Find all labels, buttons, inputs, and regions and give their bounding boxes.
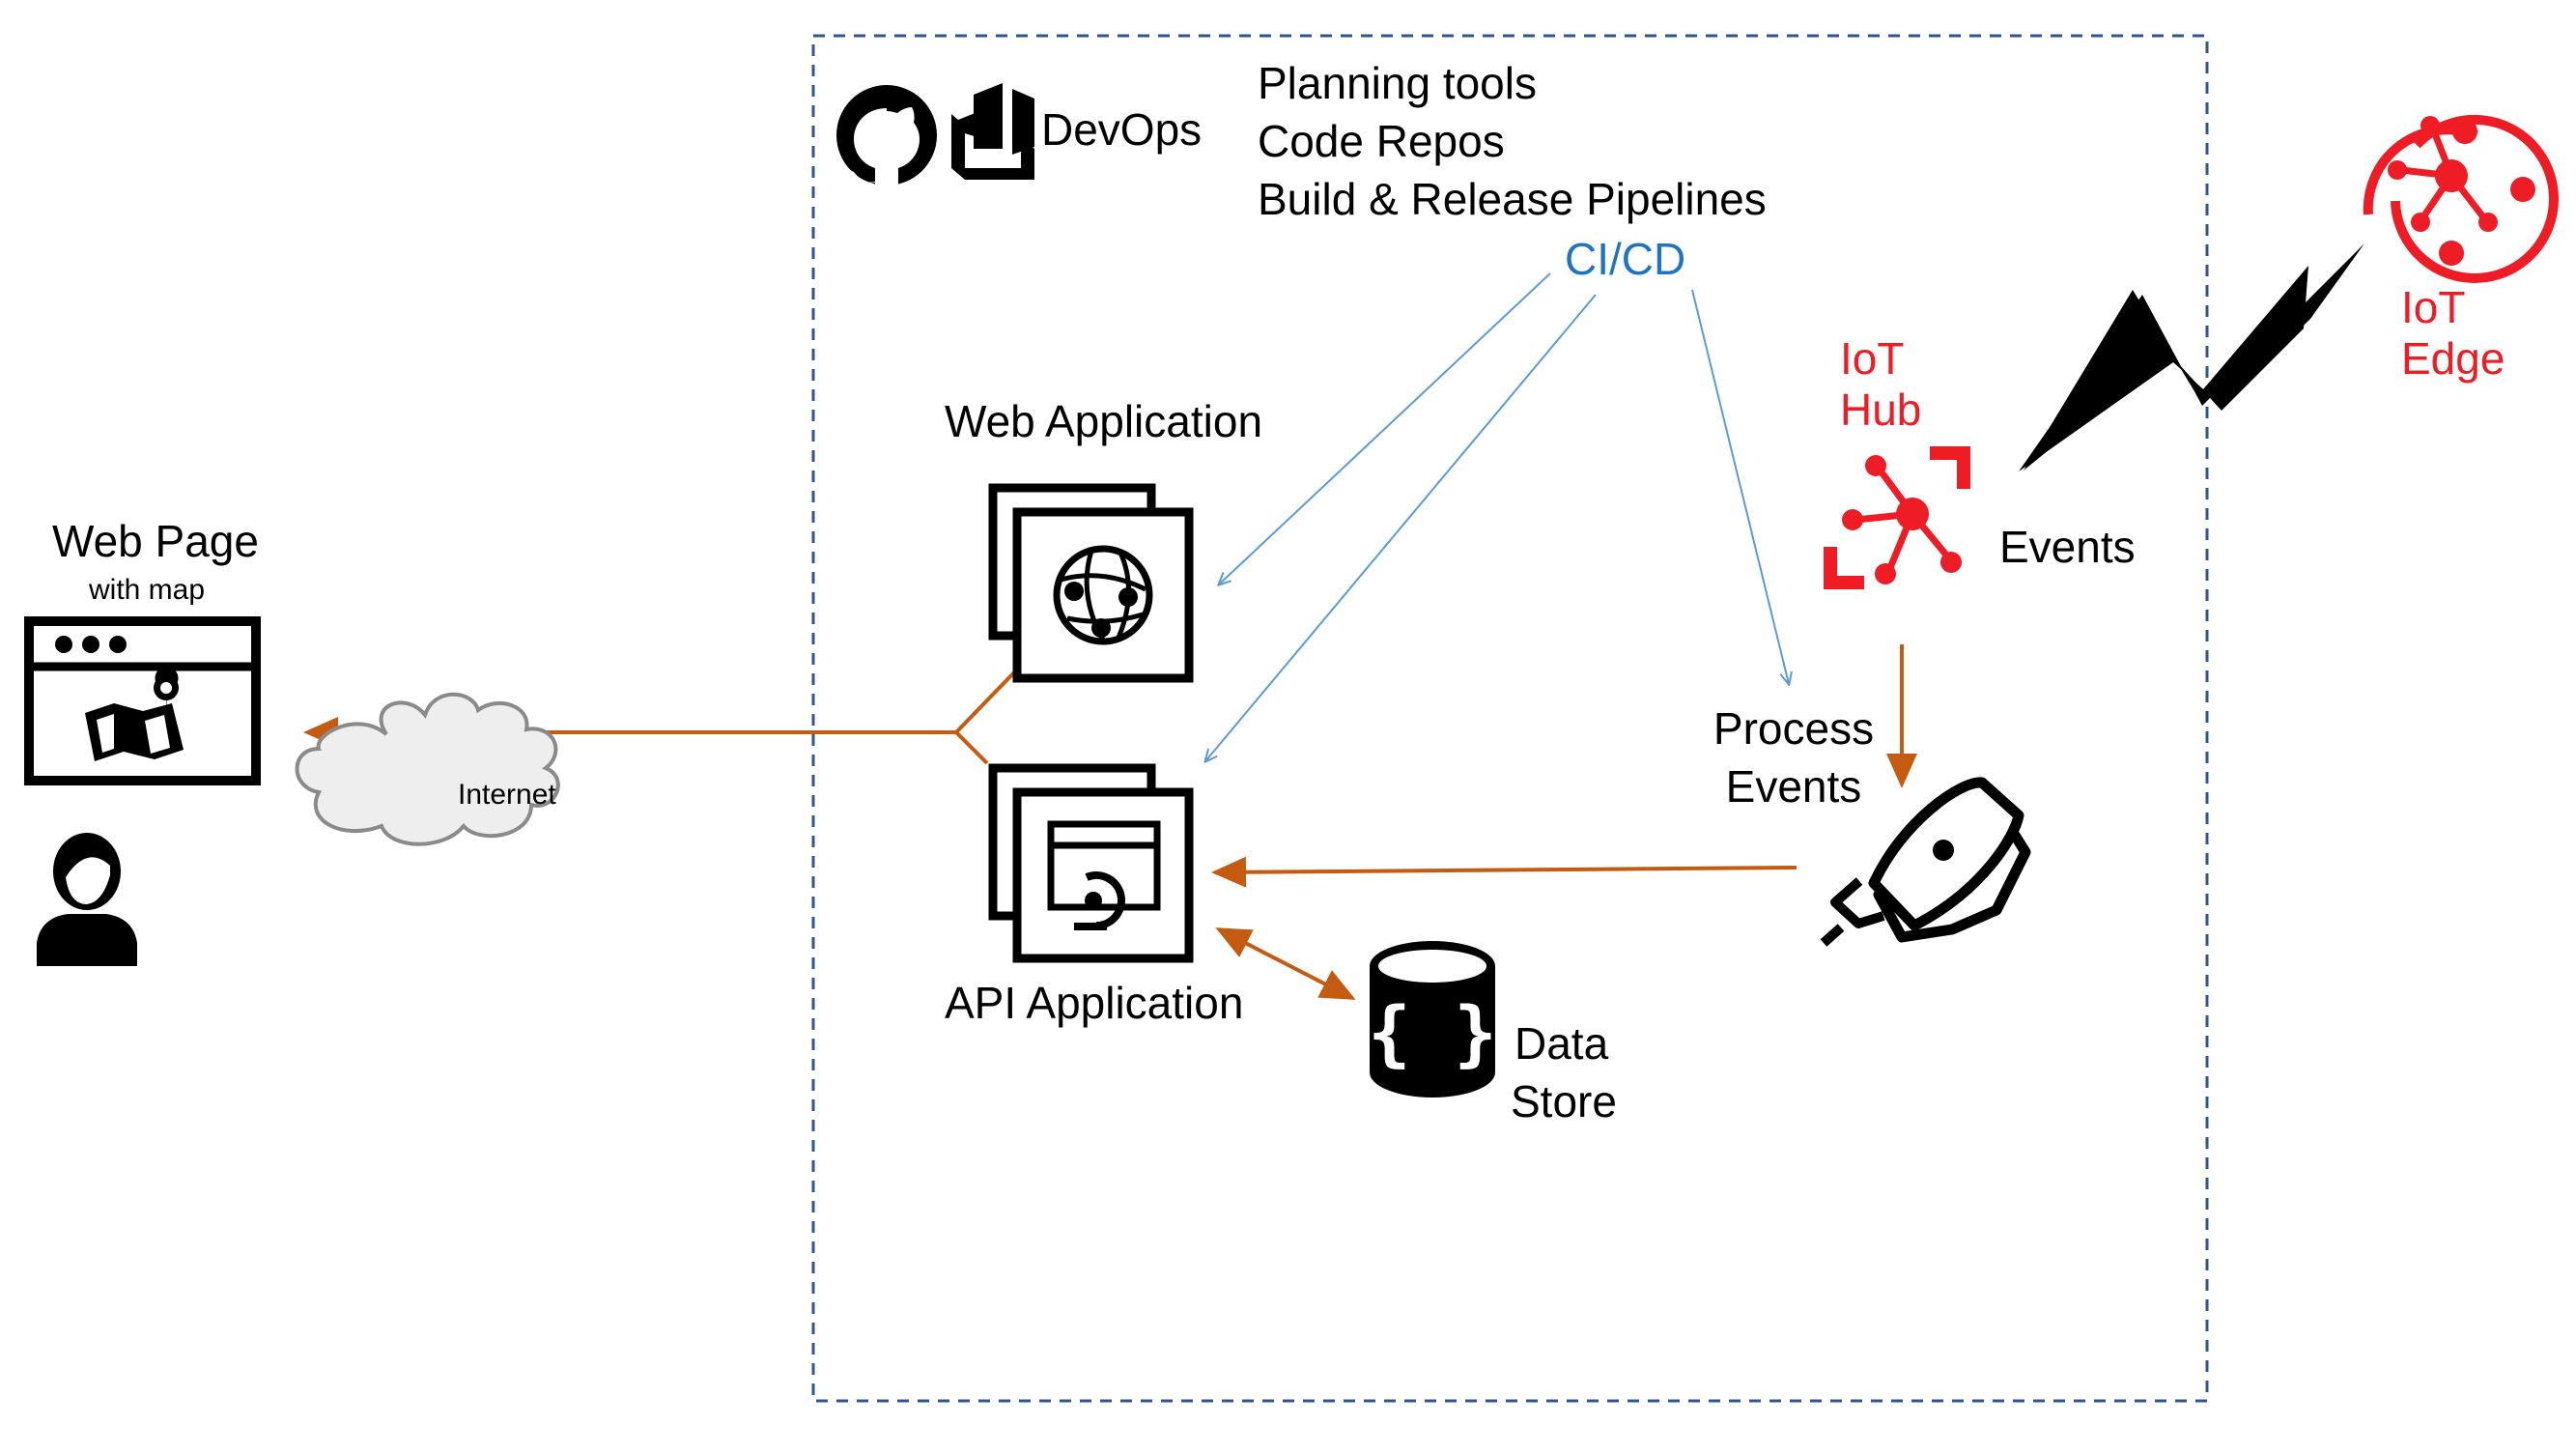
process-events-line2: Events [1725,761,1862,812]
cloud-boundary [811,34,2209,1403]
database-icon: { } [1368,941,1497,1098]
browser-map-icon [24,616,261,785]
internet-label: Internet [458,779,556,811]
iot-hub-label-line2: Hub [1840,385,1922,435]
tool-pipelines: Build & Release Pipelines [1258,174,1767,224]
api-app-icon [988,763,1194,963]
svg-text:{ }: { } [1368,992,1497,1075]
events-label: Events [1999,522,2136,572]
user-icon [37,833,137,966]
tool-code-repos: Code Repos [1258,116,1505,166]
cicd-label: CI/CD [1565,234,1686,284]
tool-planning: Planning tools [1258,58,1537,108]
cicd-arrow-api [1205,294,1597,761]
azure-devops-icon [951,83,1034,180]
cloud-icon [295,692,560,846]
web-app-icon [988,483,1194,683]
iot-hub-label-line1: IoT [1840,333,1905,384]
branch-api-app [954,730,989,765]
process-events-line1: Process [1713,703,1875,754]
iot-edge-icon [2363,114,2559,283]
web-app-label: Web Application [945,396,1263,446]
cicd-arrow-web [1219,272,1551,584]
arrow-api-datastore [1215,927,1356,1000]
github-icon [836,85,937,195]
rocket-icon [1820,777,2031,947]
cicd-arrow-process [1691,289,1789,684]
iot-edge-label-line1: IoT [2401,282,2466,332]
web-page-subtitle: with map [89,574,206,606]
lightning-bolt-icon [2019,243,2364,471]
data-store-line2: Store [1511,1076,1617,1126]
api-app-label: API Application [945,978,1244,1028]
iot-hub-icon [1824,446,1970,589]
branch-web-app [954,668,1019,734]
arrow-process-to-api [1211,856,1798,888]
devops-label: DevOps [1041,104,1203,155]
data-store-line1: Data [1514,1018,1609,1069]
iot-edge-label-line2: Edge [2401,333,2505,384]
web-page-title: Web Page [52,516,259,566]
